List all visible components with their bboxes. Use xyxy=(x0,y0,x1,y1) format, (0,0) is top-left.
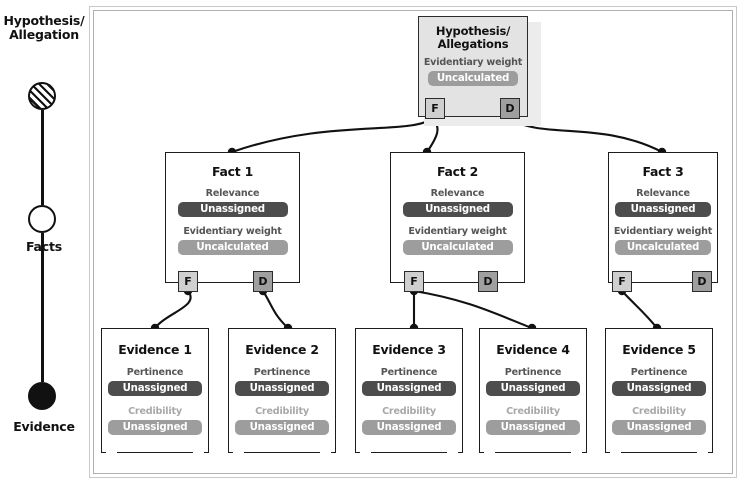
fact-3-attr-value-1[interactable]: Uncalculated xyxy=(615,240,711,255)
filled-circle-icon xyxy=(28,382,56,410)
evidence-2-title: Evidence 2 xyxy=(245,342,319,357)
evidence-node-4[interactable]: Evidence 4 Pertinence Unassigned Credibi… xyxy=(479,328,587,454)
fact-1-attr-label-1: Evidentiary weight xyxy=(183,226,282,237)
legend-label-hypothesis: Hypothesis/Allegation xyxy=(0,14,88,42)
evidence-5-attr-label-0: Pertinence xyxy=(630,367,688,378)
evidence-5-notch-right xyxy=(697,442,708,454)
evidence-3-attr-value-0[interactable]: Unassigned xyxy=(362,381,456,396)
fact-3-handle-f[interactable]: F xyxy=(612,271,632,292)
evidence-3-attr-label-1: Credibility xyxy=(382,406,436,417)
evidence-5-attr-value-1[interactable]: Unassigned xyxy=(612,420,706,435)
hypothesis-title-line1: Hypothesis/ xyxy=(435,24,511,38)
fact-2-handle-f[interactable]: F xyxy=(404,271,424,292)
evidence-1-notch-right xyxy=(193,442,204,454)
evidence-4-notch-right xyxy=(571,442,582,454)
evidence-node-3[interactable]: Evidence 3 Pertinence Unassigned Credibi… xyxy=(355,328,463,454)
fact-2-attr-value-1[interactable]: Uncalculated xyxy=(402,240,513,255)
fact-1-handle-d[interactable]: D xyxy=(253,271,273,292)
evidence-3-title: Evidence 3 xyxy=(372,342,446,357)
fact-1-attr-value-1[interactable]: Uncalculated xyxy=(177,240,288,255)
legend: Hypothesis/Allegation Facts Evidence xyxy=(0,0,88,485)
evidence-5-attr-label-1: Credibility xyxy=(632,406,686,417)
evidence-4-attr-label-1: Credibility xyxy=(506,406,560,417)
evidence-2-attr-value-1[interactable]: Unassigned xyxy=(235,420,329,435)
evidence-2-attr-value-0[interactable]: Unassigned xyxy=(235,381,329,396)
evidence-3-notch-left xyxy=(360,442,371,454)
evidence-node-1[interactable]: Evidence 1 Pertinence Unassigned Credibi… xyxy=(101,328,209,454)
evidence-1-attr-value-1[interactable]: Unassigned xyxy=(108,420,202,435)
legend-hypothesis-line2: Allegation xyxy=(9,27,79,42)
evidence-node-2[interactable]: Evidence 2 Pertinence Unassigned Credibi… xyxy=(228,328,336,454)
fact-2-attr-label-0: Relevance xyxy=(430,188,485,199)
evidence-3-attr-value-1[interactable]: Unassigned xyxy=(362,420,456,435)
evidence-2-notch-right xyxy=(320,442,331,454)
evidence-4-notch-left xyxy=(484,442,495,454)
fact-3-attr-label-1: Evidentiary weight xyxy=(613,226,713,237)
hypothesis-title-line2: Allegations xyxy=(437,36,509,51)
evidence-3-notch-right xyxy=(447,442,458,454)
hatched-circle-icon xyxy=(28,82,56,110)
open-circle-icon xyxy=(28,205,56,233)
fact-1-attr-label-0: Relevance xyxy=(205,188,260,199)
fact-1-handle-f[interactable]: F xyxy=(178,271,198,292)
evidence-1-notch-left xyxy=(106,442,117,454)
evidence-2-notch-left xyxy=(233,442,244,454)
evidence-4-attr-label-0: Pertinence xyxy=(504,367,562,378)
fact-2-attr-value-0[interactable]: Unassigned xyxy=(402,202,513,217)
hypothesis-attr-label-0: Evidentiary weight xyxy=(423,57,523,68)
evidence-4-title: Evidence 4 xyxy=(496,342,570,357)
fact-node-3[interactable]: Fact 3 Relevance Unassigned Evidentiary … xyxy=(608,152,718,283)
fact-3-handle-d[interactable]: D xyxy=(692,271,712,292)
evidence-2-attr-label-0: Pertinence xyxy=(253,367,311,378)
hypothesis-handle-f[interactable]: F xyxy=(425,98,445,119)
evidence-node-5[interactable]: Evidence 5 Pertinence Unassigned Credibi… xyxy=(605,328,713,454)
evidence-5-attr-value-0[interactable]: Unassigned xyxy=(612,381,706,396)
evidence-5-title: Evidence 5 xyxy=(622,342,696,357)
fact-2-handle-d[interactable]: D xyxy=(478,271,498,292)
legend-connector-upper xyxy=(41,110,44,205)
fact-3-attr-label-0: Relevance xyxy=(636,188,690,199)
fact-3-title: Fact 3 xyxy=(642,164,684,179)
legend-connector-lower xyxy=(41,233,44,382)
evidence-3-attr-label-0: Pertinence xyxy=(380,367,438,378)
evidence-1-attr-value-0[interactable]: Unassigned xyxy=(108,381,202,396)
legend-label-evidence: Evidence xyxy=(13,419,75,434)
legend-label-facts: Facts xyxy=(25,239,63,254)
evidence-1-attr-label-1: Credibility xyxy=(128,406,182,417)
evidence-1-attr-label-0: Pertinence xyxy=(126,367,184,378)
evidence-5-notch-left xyxy=(610,442,621,454)
evidence-4-attr-value-1[interactable]: Unassigned xyxy=(486,420,580,435)
evidence-1-title: Evidence 1 xyxy=(118,342,192,357)
fact-1-attr-value-0[interactable]: Unassigned xyxy=(177,202,288,217)
fact-2-attr-label-1: Evidentiary weight xyxy=(408,226,507,237)
hypothesis-handle-d[interactable]: D xyxy=(500,98,520,119)
fact-2-title: Fact 2 xyxy=(436,164,479,179)
fact-3-attr-value-0[interactable]: Unassigned xyxy=(615,202,711,217)
fact-1-title: Fact 1 xyxy=(211,164,254,179)
hypothesis-attr-value-0[interactable]: Uncalculated xyxy=(428,71,518,86)
evidence-4-attr-value-0[interactable]: Unassigned xyxy=(486,381,580,396)
legend-hypothesis-line1: Hypothesis/ xyxy=(3,13,85,28)
fact-node-2[interactable]: Fact 2 Relevance Unassigned Evidentiary … xyxy=(390,152,525,283)
evidence-2-attr-label-1: Credibility xyxy=(255,406,309,417)
fact-node-1[interactable]: Fact 1 Relevance Unassigned Evidentiary … xyxy=(165,152,300,283)
hypothesis-title: Hypothesis/Allegations xyxy=(419,25,527,50)
